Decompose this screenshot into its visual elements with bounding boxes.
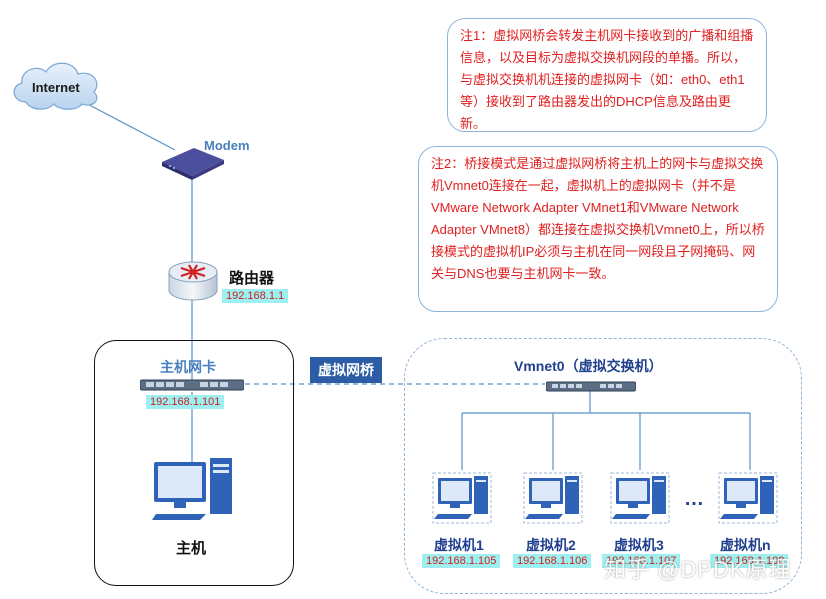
internet-label: Internet bbox=[32, 80, 80, 95]
vm-2-computer bbox=[523, 468, 583, 526]
vm-2-ip: 192.168.1.106 bbox=[513, 554, 592, 568]
vm-n-ip: 192.168.1.108 bbox=[710, 554, 789, 568]
router-ip: 192.168.1.1 bbox=[222, 289, 289, 303]
host-nic-ip: 192.168.1.101 bbox=[146, 395, 225, 409]
nic-icon bbox=[139, 379, 245, 391]
computer-icon bbox=[718, 472, 778, 524]
host-computer bbox=[152, 456, 234, 524]
host-nic-label: 主机网卡 bbox=[160, 359, 216, 375]
cloud-icon bbox=[13, 62, 98, 110]
virtual-bridge-label: 虚拟网桥 bbox=[310, 357, 382, 383]
host-box bbox=[94, 340, 294, 586]
vm-n-label: 虚拟机n bbox=[720, 537, 771, 553]
host-nic-device bbox=[139, 378, 245, 391]
vm-network-box bbox=[404, 338, 802, 594]
watermark: 知乎 @DPDK原理 bbox=[604, 557, 792, 582]
vswitch-label: Vmnet0（虚拟交换机） bbox=[514, 358, 663, 374]
vm-n-computer bbox=[718, 468, 778, 526]
computer-icon bbox=[610, 472, 670, 524]
note-2: 注2：桥接模式是通过虚拟网桥将主机上的网卡与虚拟交换机Vmnet0连接在一起，虚… bbox=[418, 146, 778, 312]
vm-3-ip: 192.168.1.107 bbox=[602, 554, 681, 568]
internet-modem-link bbox=[79, 99, 176, 151]
computer-icon bbox=[432, 472, 492, 524]
router-device bbox=[167, 258, 219, 304]
modem-label: Modem bbox=[204, 138, 250, 153]
modem-device bbox=[158, 140, 228, 182]
vm-2-label: 虚拟机2 bbox=[526, 537, 576, 553]
computer-icon bbox=[152, 458, 232, 520]
vm-1-computer bbox=[432, 468, 492, 526]
computer-icon bbox=[523, 472, 583, 524]
internet-cloud: Internet bbox=[8, 58, 103, 113]
note-1: 注1：虚拟网桥会转发主机网卡接收到的广播和组播信息，以及目标为虚拟交换机网段的单… bbox=[447, 18, 767, 132]
switch-icon bbox=[545, 381, 637, 392]
more-vms-ellipsis: … bbox=[684, 488, 706, 510]
router-label: 路由器 bbox=[229, 270, 275, 287]
router-icon bbox=[168, 261, 218, 301]
vm-3-computer bbox=[610, 468, 670, 526]
vm-3-label: 虚拟机3 bbox=[614, 537, 664, 553]
vm-1-label: 虚拟机1 bbox=[434, 537, 484, 553]
vm-1-ip: 192.168.1.105 bbox=[422, 554, 501, 568]
host-label: 主机 bbox=[176, 540, 207, 557]
modem-icon bbox=[162, 148, 224, 180]
vswitch-device bbox=[545, 379, 637, 392]
